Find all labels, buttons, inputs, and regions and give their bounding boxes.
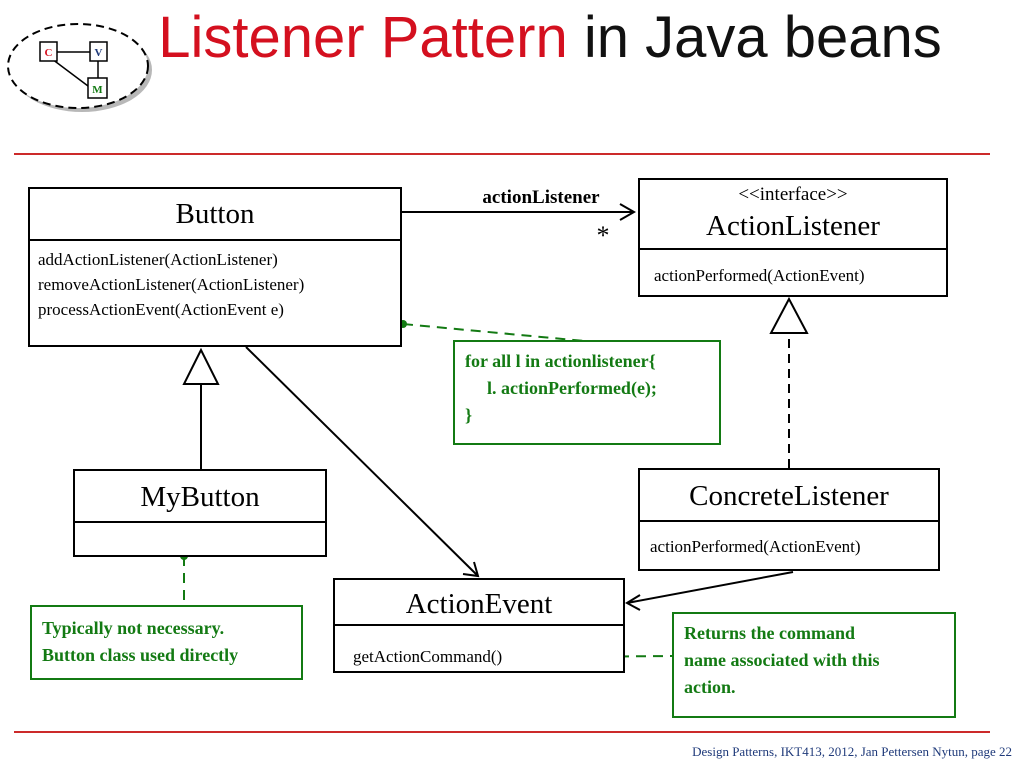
returns-note-line-3: action. bbox=[684, 677, 736, 697]
mybutton-note-line-1: Typically not necessary. bbox=[42, 618, 225, 638]
bottom-divider bbox=[14, 731, 990, 733]
mybutton-class-name: MyButton bbox=[75, 471, 325, 523]
button-op-remove: removeActionListener(ActionListener) bbox=[38, 275, 305, 294]
logo-v: V bbox=[95, 47, 103, 59]
button-actionevent-line bbox=[245, 346, 479, 577]
loop-note-anchor bbox=[402, 323, 596, 343]
action-event-class: ActionEvent getActionCommand() bbox=[333, 578, 625, 673]
mybutton-note-line-2: Button class used directly bbox=[42, 645, 239, 665]
concrete-listener-op: actionPerformed(ActionEvent) bbox=[650, 537, 861, 556]
returns-note-line-2: name associated with this bbox=[684, 650, 880, 670]
button-class-name: Button bbox=[30, 189, 400, 241]
logo-m: M bbox=[92, 84, 103, 96]
mybutton-inheritance-arrow bbox=[182, 347, 220, 385]
button-op-process: processActionEvent(ActionEvent e) bbox=[38, 300, 284, 319]
mybutton-class: MyButton bbox=[73, 469, 327, 557]
concrete-listener-name: ConcreteListener bbox=[640, 470, 938, 522]
concrete-actionevent-arrowhead bbox=[624, 594, 641, 611]
mybutton-note: Typically not necessary. Button class us… bbox=[30, 605, 303, 680]
concrete-listener-class: ConcreteListener actionPerformed(ActionE… bbox=[638, 468, 940, 571]
returns-note: Returns the command name associated with… bbox=[672, 612, 956, 718]
concrete-actionevent-line bbox=[626, 571, 794, 604]
realization-arrow bbox=[769, 296, 809, 334]
action-listener-name: ActionListener bbox=[706, 210, 880, 242]
action-listener-op: actionPerformed(ActionEvent) bbox=[654, 266, 865, 285]
button-actionevent-arrowhead bbox=[462, 561, 480, 578]
slide-footer: Design Patterns, IKT413, 2012, Jan Pette… bbox=[692, 744, 1012, 759]
button-class: Button addActionListener(ActionListener)… bbox=[28, 187, 402, 347]
returns-note-line-1: Returns the command bbox=[684, 623, 855, 643]
action-listener-interface: <<interface>> ActionListener actionPerfo… bbox=[638, 178, 948, 297]
action-listener-stereotype: <<interface>> bbox=[738, 184, 848, 205]
mvc-logo: C V M bbox=[7, 23, 152, 112]
top-divider bbox=[14, 153, 990, 155]
loop-note: for all l in actionlistener{ l. actionPe… bbox=[453, 340, 721, 445]
slide-title: Listener Pattern in Java beans bbox=[150, 6, 950, 70]
loop-note-line-3: } bbox=[465, 405, 473, 425]
action-event-name: ActionEvent bbox=[335, 580, 623, 626]
loop-note-line-2: l. actionPerformed(e); bbox=[487, 378, 657, 398]
loop-note-line-1: for all l in actionlistener{ bbox=[465, 351, 656, 371]
slide-title-rest: in Java beans bbox=[567, 5, 942, 70]
association-arrowhead bbox=[619, 203, 637, 221]
association-multiplicity: * bbox=[597, 221, 610, 250]
slide-title-highlight: Listener Pattern bbox=[158, 5, 568, 70]
button-op-add: addActionListener(ActionListener) bbox=[38, 250, 278, 269]
association-role-label: actionListener bbox=[482, 187, 600, 208]
logo-c: C bbox=[45, 47, 53, 59]
action-event-op: getActionCommand() bbox=[353, 647, 503, 666]
